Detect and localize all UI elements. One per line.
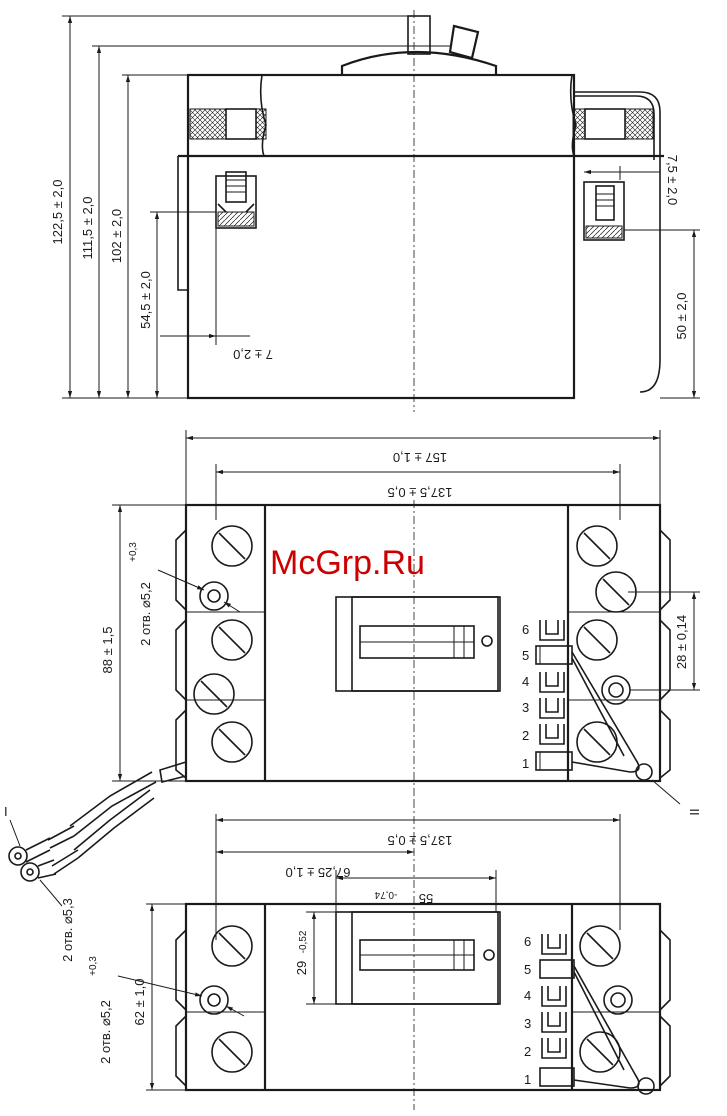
wire-leads <box>9 762 186 906</box>
top-left-flange <box>178 156 188 290</box>
dim-102: 102 ± 2,0 <box>109 209 124 263</box>
block-1b <box>226 109 256 139</box>
bottom-terminal-num-3: 3 <box>524 1016 531 1031</box>
dim-7-5: 7,5 ± 2,0 <box>665 155 680 206</box>
hatch-block-3 <box>573 109 585 139</box>
dim-88: 88 ± 1,5 <box>100 627 115 674</box>
bottom-terminal-num-2: 2 <box>524 1044 531 1059</box>
terminal-num-4: 4 <box>522 674 529 689</box>
dim-122-5: 122,5 ± 2,0 <box>50 180 65 245</box>
holes-label-mid: 2 отв. ⌀5,2 <box>138 582 153 646</box>
bottom-left-screw-2 <box>212 1032 252 1072</box>
hatch-block-1 <box>190 109 226 139</box>
right-notches <box>660 530 670 778</box>
dim-7: 7 ± 2,0 <box>233 347 273 362</box>
operating-lever <box>450 26 478 58</box>
holes-tol-bot: +0,3 <box>88 956 99 976</box>
dim-157: 157 ± 1,0 <box>393 450 447 465</box>
terminal-num-5: 5 <box>522 648 529 663</box>
top-view: 122,5 ± 2,0 111,5 ± 2,0 102 ± 2,0 54,5 ±… <box>50 10 700 412</box>
left-screw-4 <box>212 722 252 762</box>
terminal-num-2: 2 <box>522 728 529 743</box>
callout-i: I <box>4 804 8 819</box>
left-screw-1 <box>212 526 252 566</box>
dim-54-5: 54,5 ± 2,0 <box>138 271 153 329</box>
bottom-view: 137,5 ± 0,5 67,25 ± 1,0 55 -0,74 <box>88 800 670 1110</box>
dim-29-tol: -0,52 <box>298 930 309 953</box>
bottom-aux-terminals <box>540 934 654 1094</box>
bottom-left-notches <box>176 930 186 1086</box>
bottom-terminal-num-1: 1 <box>524 1072 531 1087</box>
hatch-block-2 <box>256 109 266 139</box>
right-screw-1 <box>577 526 617 566</box>
middle-view: 157 ± 1,0 137,5 ± 0,5 <box>100 430 702 816</box>
terminal-num-1: 1 <box>522 756 529 771</box>
dim-55-tol: -0,74 <box>374 889 397 900</box>
left-screw-3 <box>194 674 234 714</box>
dim-62: 62 ± 1,0 <box>132 979 147 1026</box>
lug-holes-label: 2 отв. ⌀5,3 <box>60 898 75 962</box>
dim-29: 29 <box>294 961 309 975</box>
bottom-right-mount-hole <box>604 986 632 1014</box>
bottom-terminal-num-5: 5 <box>524 962 531 977</box>
right-screw-3 <box>577 620 617 660</box>
dim-50: 50 ± 2,0 <box>674 293 689 340</box>
terminal-num-6: 6 <box>522 622 529 637</box>
terminal-num-3: 3 <box>522 700 529 715</box>
bottom-left-screw-1 <box>212 926 252 966</box>
dim-28: 28 ± 0,14 <box>674 615 689 669</box>
dim-111-5: 111,5 ± 2,0 <box>80 196 95 259</box>
left-notches <box>176 530 186 778</box>
right-terminal-clamp <box>584 182 624 240</box>
dim-137-5-mid: 137,5 ± 0,5 <box>388 485 453 500</box>
bottom-right-notches <box>660 930 670 1086</box>
dim-137-5-bot: 137,5 ± 0,5 <box>388 833 453 848</box>
bottom-body <box>186 904 660 1090</box>
watermark: McGrp.Ru <box>270 544 425 582</box>
left-mount-hole-1 <box>200 582 228 610</box>
top-handle-outline <box>408 16 430 54</box>
bottom-left-mount-hole <box>200 986 228 1014</box>
block-3b <box>585 109 625 139</box>
holes-tol-mid: +0,3 <box>128 542 139 562</box>
bottom-terminal-num-4: 4 <box>524 988 531 1003</box>
left-terminal-clamp <box>216 172 256 228</box>
callout-ii: II <box>687 808 702 815</box>
hatch-block-4 <box>625 109 653 139</box>
holes-label-bot: 2 отв. ⌀5,2 <box>98 1000 113 1064</box>
right-screw-4 <box>577 722 617 762</box>
bottom-right-screw-1 <box>580 926 620 966</box>
bottom-terminal-num-6: 6 <box>524 934 531 949</box>
handle-rivet <box>482 636 492 646</box>
left-screw-2 <box>212 620 252 660</box>
